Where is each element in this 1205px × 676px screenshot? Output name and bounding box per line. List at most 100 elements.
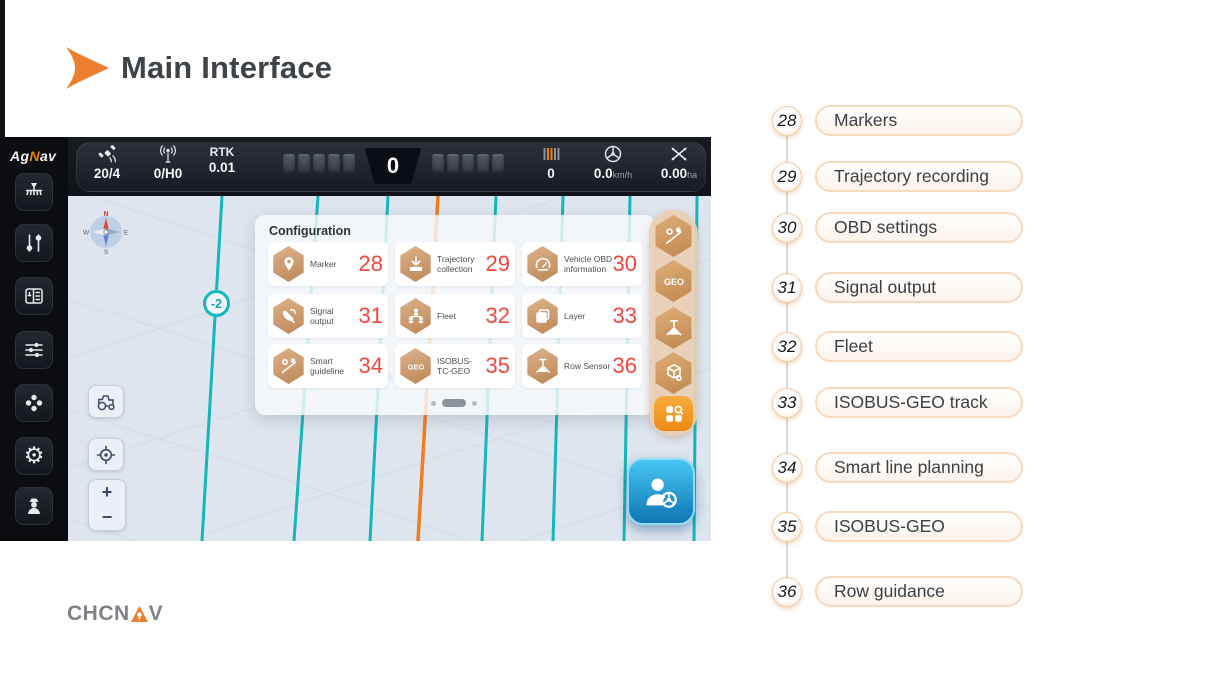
row-sensor-icon: [527, 348, 558, 384]
area-unit: ha: [687, 170, 698, 180]
legend-number-35: 35: [772, 512, 802, 542]
page-dot-active[interactable]: [442, 399, 466, 407]
rtk-label: RTK: [209, 145, 235, 159]
app-status-bar: 20/4 0/H0 RTK 0.01 0: [68, 137, 711, 196]
callout-number: 29: [485, 251, 510, 276]
legend-label-33: ISOBUS-GEO track: [815, 387, 1023, 418]
section-segments-left: [283, 154, 355, 174]
app-screenshot: AgNav: [0, 137, 711, 541]
fleet-icon: [400, 298, 431, 334]
page-title: Main Interface: [121, 50, 333, 85]
svg-text:E: E: [124, 230, 129, 237]
signal-dish-icon: [273, 298, 304, 334]
modules-icon[interactable]: [15, 384, 53, 422]
implement-bars-icon: [537, 143, 565, 165]
callout-number: 35: [485, 353, 510, 378]
legend-number-34: 34: [772, 453, 802, 483]
app-sidebar: AgNav: [0, 137, 68, 541]
legend-number-29: 29: [772, 162, 802, 192]
section-segments-right: [432, 154, 504, 174]
legend-number-30: 30: [772, 213, 802, 243]
config-item-row-sensor[interactable]: Row Sensor 36: [522, 344, 642, 388]
guideline-icon: [273, 348, 304, 384]
legend-label-31: Signal output: [815, 272, 1023, 303]
config-item-marker[interactable]: Marker 28: [268, 242, 388, 286]
rtk-metric: RTK 0.01: [200, 140, 244, 175]
zoom-in-button[interactable]: +: [101, 482, 113, 502]
map-view[interactable]: N S W E -2 Configuration Marker 28: [68, 196, 711, 541]
callout-number: 33: [612, 303, 637, 328]
satellite-count: 20/4: [93, 166, 121, 181]
implement-value: 0: [547, 166, 555, 181]
area-metric: 0.00ha: [650, 143, 708, 181]
trajectory-icon: [400, 246, 431, 282]
geo-icon: GEO: [400, 348, 431, 384]
zoom-out-button[interactable]: −: [101, 507, 113, 527]
speed-metric: 0.0km/h: [585, 143, 641, 181]
svg-text:N: N: [103, 211, 108, 218]
configuration-title: Configuration: [269, 224, 351, 238]
implement-icon[interactable]: [15, 173, 53, 211]
config-item-smart-guideline[interactable]: Smart guideline 34: [268, 344, 388, 388]
page-dot[interactable]: [431, 400, 436, 406]
legend-number-28: 28: [772, 106, 802, 136]
radio-status: 0/H0: [153, 166, 183, 181]
title-arrow-icon: [64, 47, 110, 94]
legend-label-30: OBD settings: [815, 212, 1023, 243]
callout-number: 36: [612, 353, 637, 378]
config-item-fleet[interactable]: Fleet 32: [395, 294, 515, 338]
radio-metric: 0/H0: [146, 143, 190, 181]
config-item-signal-output[interactable]: Signal output 31: [268, 294, 388, 338]
right-tool-panel: GEO: [649, 210, 698, 436]
svg-text:W: W: [83, 230, 90, 237]
legend-label-35: ISOBUS-GEO: [815, 511, 1023, 542]
app-grid-search-icon[interactable]: [654, 396, 693, 431]
compass-icon: N S W E: [83, 209, 129, 260]
row-sensor-icon[interactable]: [655, 307, 692, 349]
settings-gear-icon[interactable]: ⚙: [15, 437, 53, 475]
driver-autopilot-button[interactable]: [627, 458, 695, 525]
task-panel-icon[interactable]: [15, 277, 53, 315]
page-dot[interactable]: [472, 400, 477, 406]
agnav-logo: AgNav: [10, 148, 57, 164]
config-item-trajectory[interactable]: Trajectory collection 29: [395, 242, 515, 286]
obd-gauge-icon: [527, 246, 558, 282]
config-item-layer[interactable]: Layer 33: [522, 294, 642, 338]
legend-number-36: 36: [772, 577, 802, 607]
area-icon: [650, 143, 708, 165]
ab-line-icon[interactable]: [15, 224, 53, 262]
legend-label-32: Fleet: [815, 331, 1023, 362]
steering-wheel-icon: [585, 143, 641, 165]
config-item-isobus-tc-geo[interactable]: GEO ISOBUS-TC-GEO 35: [395, 344, 515, 388]
cube-view-icon[interactable]: [655, 352, 692, 394]
configuration-panel: Configuration Marker 28 Trajectory colle…: [255, 215, 655, 415]
guideline-icon[interactable]: [655, 215, 692, 257]
legend-number-31: 31: [772, 273, 802, 303]
config-item-obd[interactable]: Vehicle OBD information 30: [522, 242, 642, 286]
chcnav-logo: CHCN V: [67, 602, 164, 625]
legend-label-34: Smart line planning: [815, 452, 1023, 483]
tuning-icon[interactable]: [15, 331, 53, 369]
legend-number-33: 33: [772, 388, 802, 418]
speed-unit: km/h: [612, 170, 633, 180]
page-indicator[interactable]: [431, 399, 477, 407]
legend-label-28: Markers: [815, 105, 1023, 136]
tractor-view-button[interactable]: [88, 385, 124, 418]
callout-number: 31: [358, 303, 383, 328]
callout-number: 34: [358, 353, 383, 378]
center-speed-display: 0: [364, 148, 422, 184]
marker-icon: [273, 246, 304, 282]
radio-icon: [146, 143, 190, 165]
rtk-value: 0.01: [208, 160, 236, 175]
chcnav-a-icon: [130, 606, 148, 622]
geo-icon[interactable]: GEO: [655, 260, 692, 302]
callout-number: 32: [485, 303, 510, 328]
farmer-icon[interactable]: [15, 487, 53, 525]
locate-button[interactable]: [88, 438, 124, 471]
layer-icon: [527, 298, 558, 334]
area-value: 0.00: [660, 166, 688, 181]
legend-number-32: 32: [772, 332, 802, 362]
speed-value: 0.0: [593, 166, 613, 181]
implement-metric: 0: [537, 143, 565, 181]
